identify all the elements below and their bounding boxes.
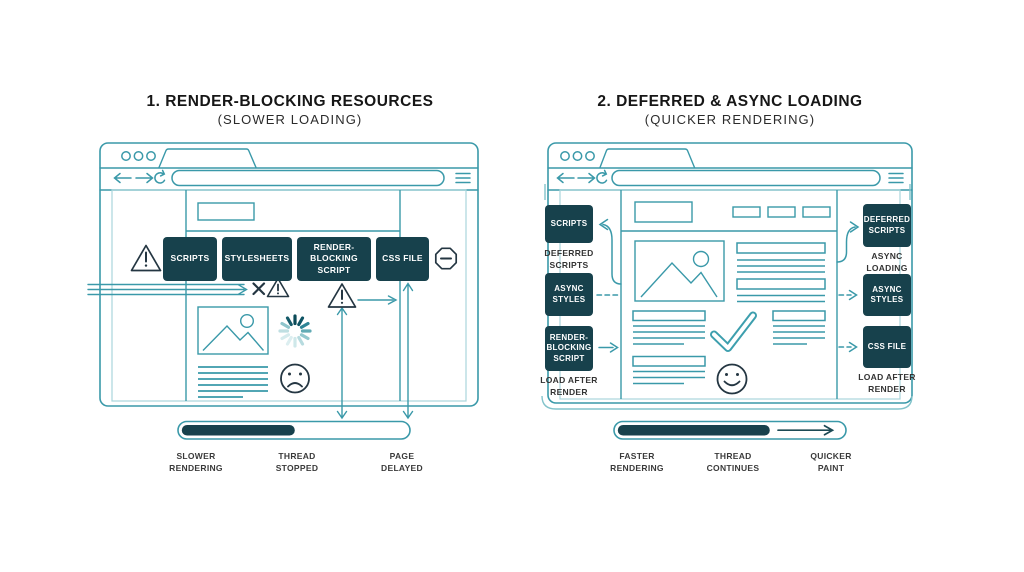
resource-box-deferred-scripts: DEFERRED SCRIPTS — [863, 204, 911, 247]
incoming-request-lines — [87, 283, 248, 296]
loading-spinner-icon — [278, 314, 312, 348]
back-icon — [113, 172, 132, 184]
happy-face-icon — [716, 363, 748, 395]
warning-icon — [130, 244, 162, 272]
thread-double-arrow — [336, 306, 348, 420]
progress-label-faster-rendering: FASTER RENDERING — [610, 451, 664, 474]
image-placeholder-icon — [634, 240, 725, 302]
left-page-wireframe — [111, 189, 467, 402]
progress-label-thread-stopped: THREAD STOPPED — [275, 451, 319, 474]
right-progress-fill — [617, 425, 770, 436]
resource-box-scripts: SCRIPTS — [163, 237, 217, 281]
url-bar — [611, 169, 881, 187]
blocked-icon — [434, 247, 458, 270]
nav-links — [732, 206, 831, 218]
left-flow-arrows — [87, 282, 414, 420]
progress-label-quicker-paint: QUICKER PAINT — [810, 451, 852, 474]
resource-box-async-styles: ASYNC STYLES — [545, 273, 593, 316]
menu-icon — [888, 172, 904, 184]
logo-placeholder — [197, 202, 255, 221]
resource-box-render-blocking-script: RENDER-BLOCKING SCRIPT — [545, 326, 593, 371]
triangle-to-css-arrow — [357, 295, 398, 305]
url-bar — [171, 169, 445, 187]
logo-placeholder — [634, 201, 693, 223]
right-flow-arrows — [596, 218, 860, 353]
menu-icon — [455, 172, 471, 184]
check-icon — [710, 311, 757, 352]
resource-box-stylesheets: STYLESHEETS — [222, 237, 292, 281]
warning-icon-mid — [327, 283, 357, 308]
text-lines — [198, 366, 268, 398]
refresh-icon — [154, 169, 166, 184]
left-panel-title: 1. RENDER-BLOCKING RESOURCES — [146, 93, 434, 110]
cross-icon — [252, 282, 266, 296]
caption-load-after-render-left: LOAD AFTER RENDER — [540, 375, 598, 397]
right-page-wireframe — [559, 189, 901, 400]
browser-tab — [599, 148, 696, 169]
progress-label-slower-rendering: SLOWER RENDERING — [169, 451, 223, 474]
window-dots-icon — [560, 151, 595, 161]
render-blocking-arrow — [598, 342, 619, 353]
right-panel-title: 2. DEFERRED & ASYNC LOADING — [597, 93, 863, 110]
css-double-arrow — [402, 282, 414, 420]
left-panel-subtitle: (SLOWER LOADING) — [217, 112, 363, 127]
caption-load-after-render-right: LOAD AFTER RENDER — [858, 372, 916, 394]
caption-deferred-scripts: DEFERRED SCRIPTS — [544, 248, 594, 270]
browser-tab — [158, 148, 257, 169]
resource-box-render-blocking-script: RENDER-BLOCKING SCRIPT — [297, 237, 371, 281]
refresh-icon — [596, 169, 608, 184]
text-columns — [632, 242, 826, 385]
caption-async-loading: ASYNC LOADING — [866, 251, 908, 273]
left-progress-bar — [177, 420, 411, 440]
progress-label-page-delayed: PAGE DELAYED — [381, 451, 423, 474]
forward-icon — [577, 172, 596, 184]
right-progress-bar — [613, 420, 847, 440]
resource-box-scripts: SCRIPTS — [545, 205, 593, 243]
right-panel-subtitle: (QUICKER RENDERING) — [644, 112, 816, 127]
warning-icon-small — [266, 277, 290, 298]
progress-label-thread-continues: THREAD CONTINUES — [706, 451, 760, 474]
resource-box-css-file: CSS FILE — [376, 237, 429, 281]
window-dots-icon — [121, 151, 156, 161]
back-icon — [556, 172, 575, 184]
resource-box-async-styles: ASYNC STYLES — [863, 274, 911, 316]
deferred-scripts-out-arrow — [598, 218, 622, 285]
progress-arrow — [777, 424, 835, 436]
image-placeholder-icon — [197, 306, 269, 355]
left-progress-fill — [181, 425, 295, 436]
forward-icon — [135, 172, 154, 184]
resource-box-css-file: CSS FILE — [863, 326, 911, 368]
sad-face-icon — [280, 363, 310, 394]
